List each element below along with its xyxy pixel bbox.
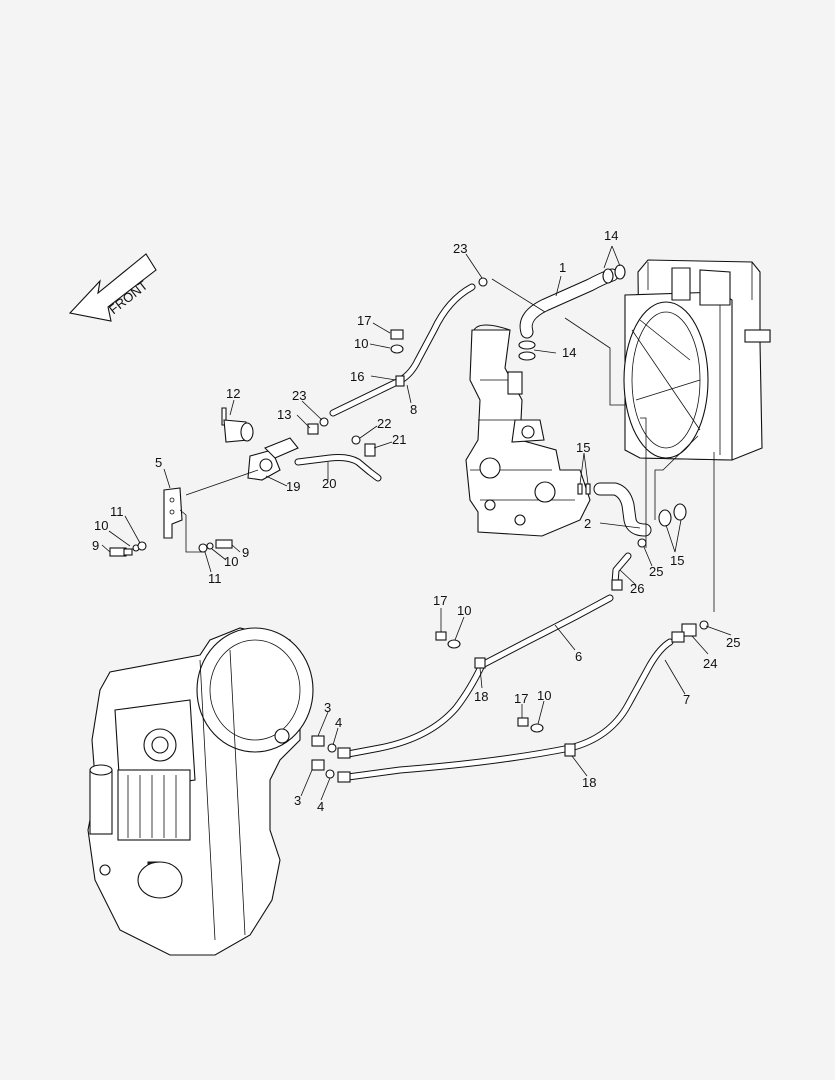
callout-8: 8 [410, 402, 417, 417]
small-parts [109, 264, 709, 783]
callout-13: 13 [277, 407, 291, 422]
callout-22: 22 [377, 416, 391, 431]
callout-10: 10 [537, 688, 551, 703]
transmission [87, 627, 314, 956]
front-arrow: FRONT [68, 253, 157, 322]
callout-25: 25 [726, 635, 740, 650]
callout-24: 24 [703, 656, 717, 671]
callout-3: 3 [324, 700, 331, 715]
callout-9: 9 [92, 538, 99, 553]
radiator [623, 259, 771, 461]
callouts: 23 14 1 17 10 14 16 8 12 23 13 22 21 15 … [92, 228, 740, 814]
callout-4: 4 [317, 799, 324, 814]
callout-11: 11 [110, 504, 124, 519]
callout-15: 15 [576, 440, 590, 455]
callout-12: 12 [226, 386, 240, 401]
callout-5: 5 [155, 455, 162, 470]
callout-7: 7 [683, 692, 690, 707]
callout-21: 21 [392, 432, 406, 447]
reference-lines [179, 278, 715, 612]
callout-10: 10 [94, 518, 108, 533]
callout-15: 15 [670, 553, 684, 568]
callout-23: 23 [292, 388, 306, 403]
callout-18: 18 [474, 689, 488, 704]
callout-20: 20 [322, 476, 336, 491]
callout-14: 14 [604, 228, 618, 243]
callout-10: 10 [224, 554, 238, 569]
callout-16: 16 [350, 369, 364, 384]
callout-6: 6 [575, 649, 582, 664]
callout-17: 17 [357, 313, 371, 328]
callout-4: 4 [335, 715, 342, 730]
callout-2: 2 [584, 516, 591, 531]
callout-3: 3 [294, 793, 301, 808]
callout-23: 23 [453, 241, 467, 256]
callout-18: 18 [582, 775, 596, 790]
callout-1: 1 [559, 260, 566, 275]
callout-26: 26 [630, 581, 644, 596]
callout-17: 17 [514, 691, 528, 706]
leader-lines [101, 245, 732, 801]
callout-9: 9 [242, 545, 249, 560]
engine [465, 324, 591, 537]
callout-17: 17 [433, 593, 447, 608]
callout-19: 19 [286, 479, 300, 494]
callout-11: 11 [208, 571, 222, 586]
callout-10: 10 [354, 336, 368, 351]
callout-10: 10 [457, 603, 471, 618]
callout-14: 14 [562, 345, 576, 360]
callout-25: 25 [649, 564, 663, 579]
